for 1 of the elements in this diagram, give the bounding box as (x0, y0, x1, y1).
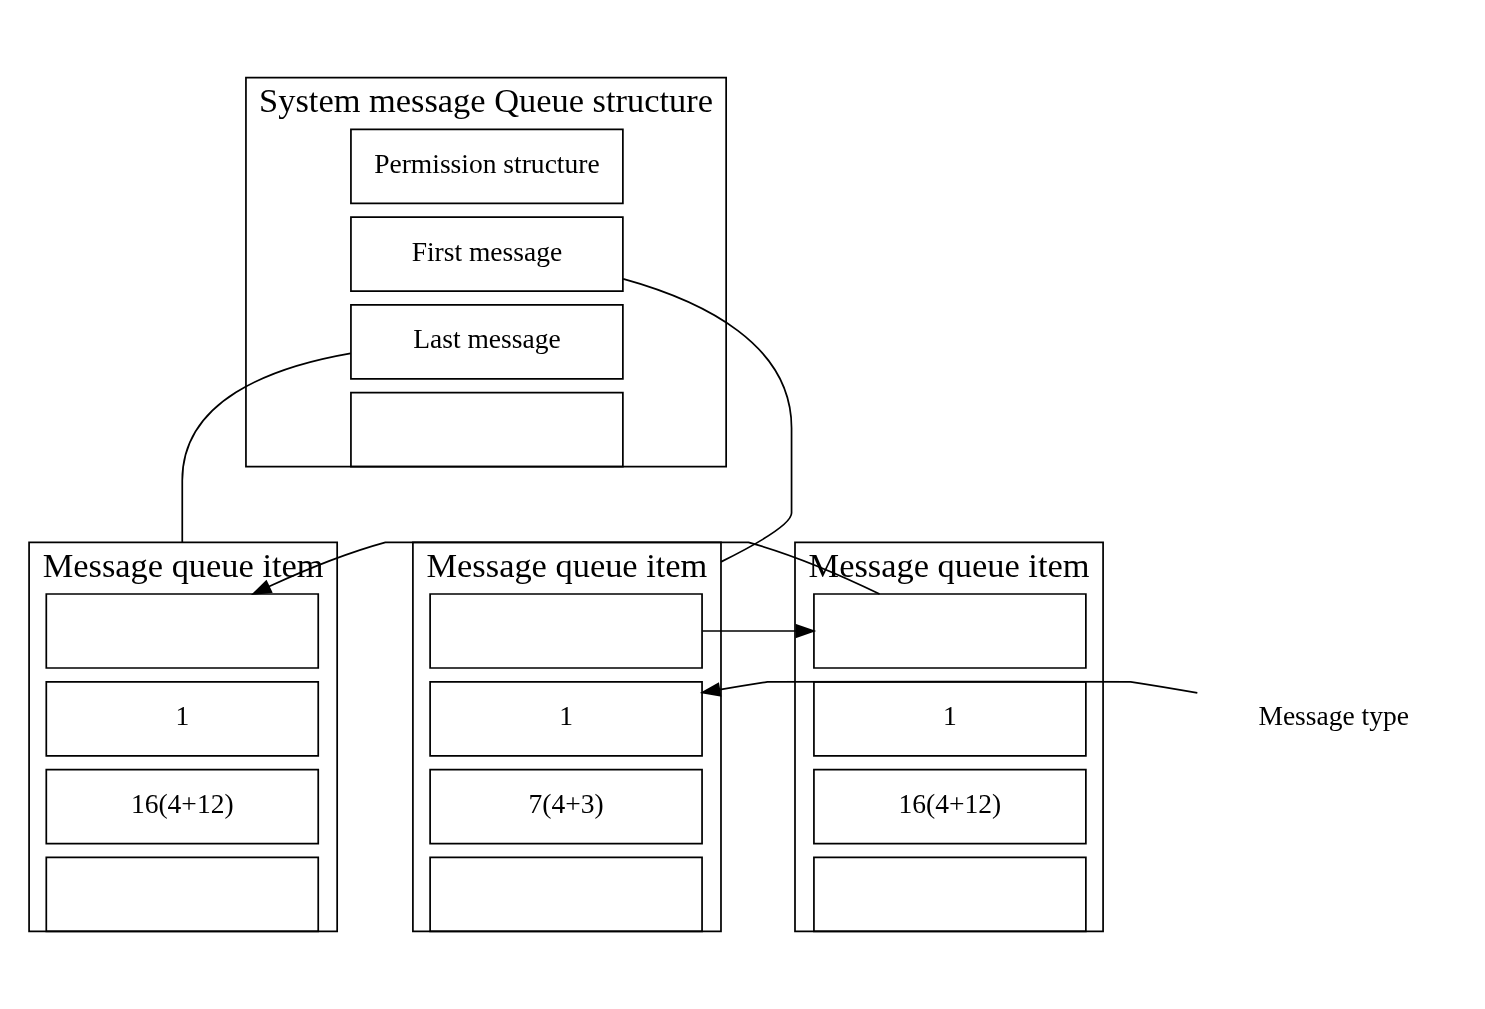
node-text: Message type (1258, 700, 1409, 732)
